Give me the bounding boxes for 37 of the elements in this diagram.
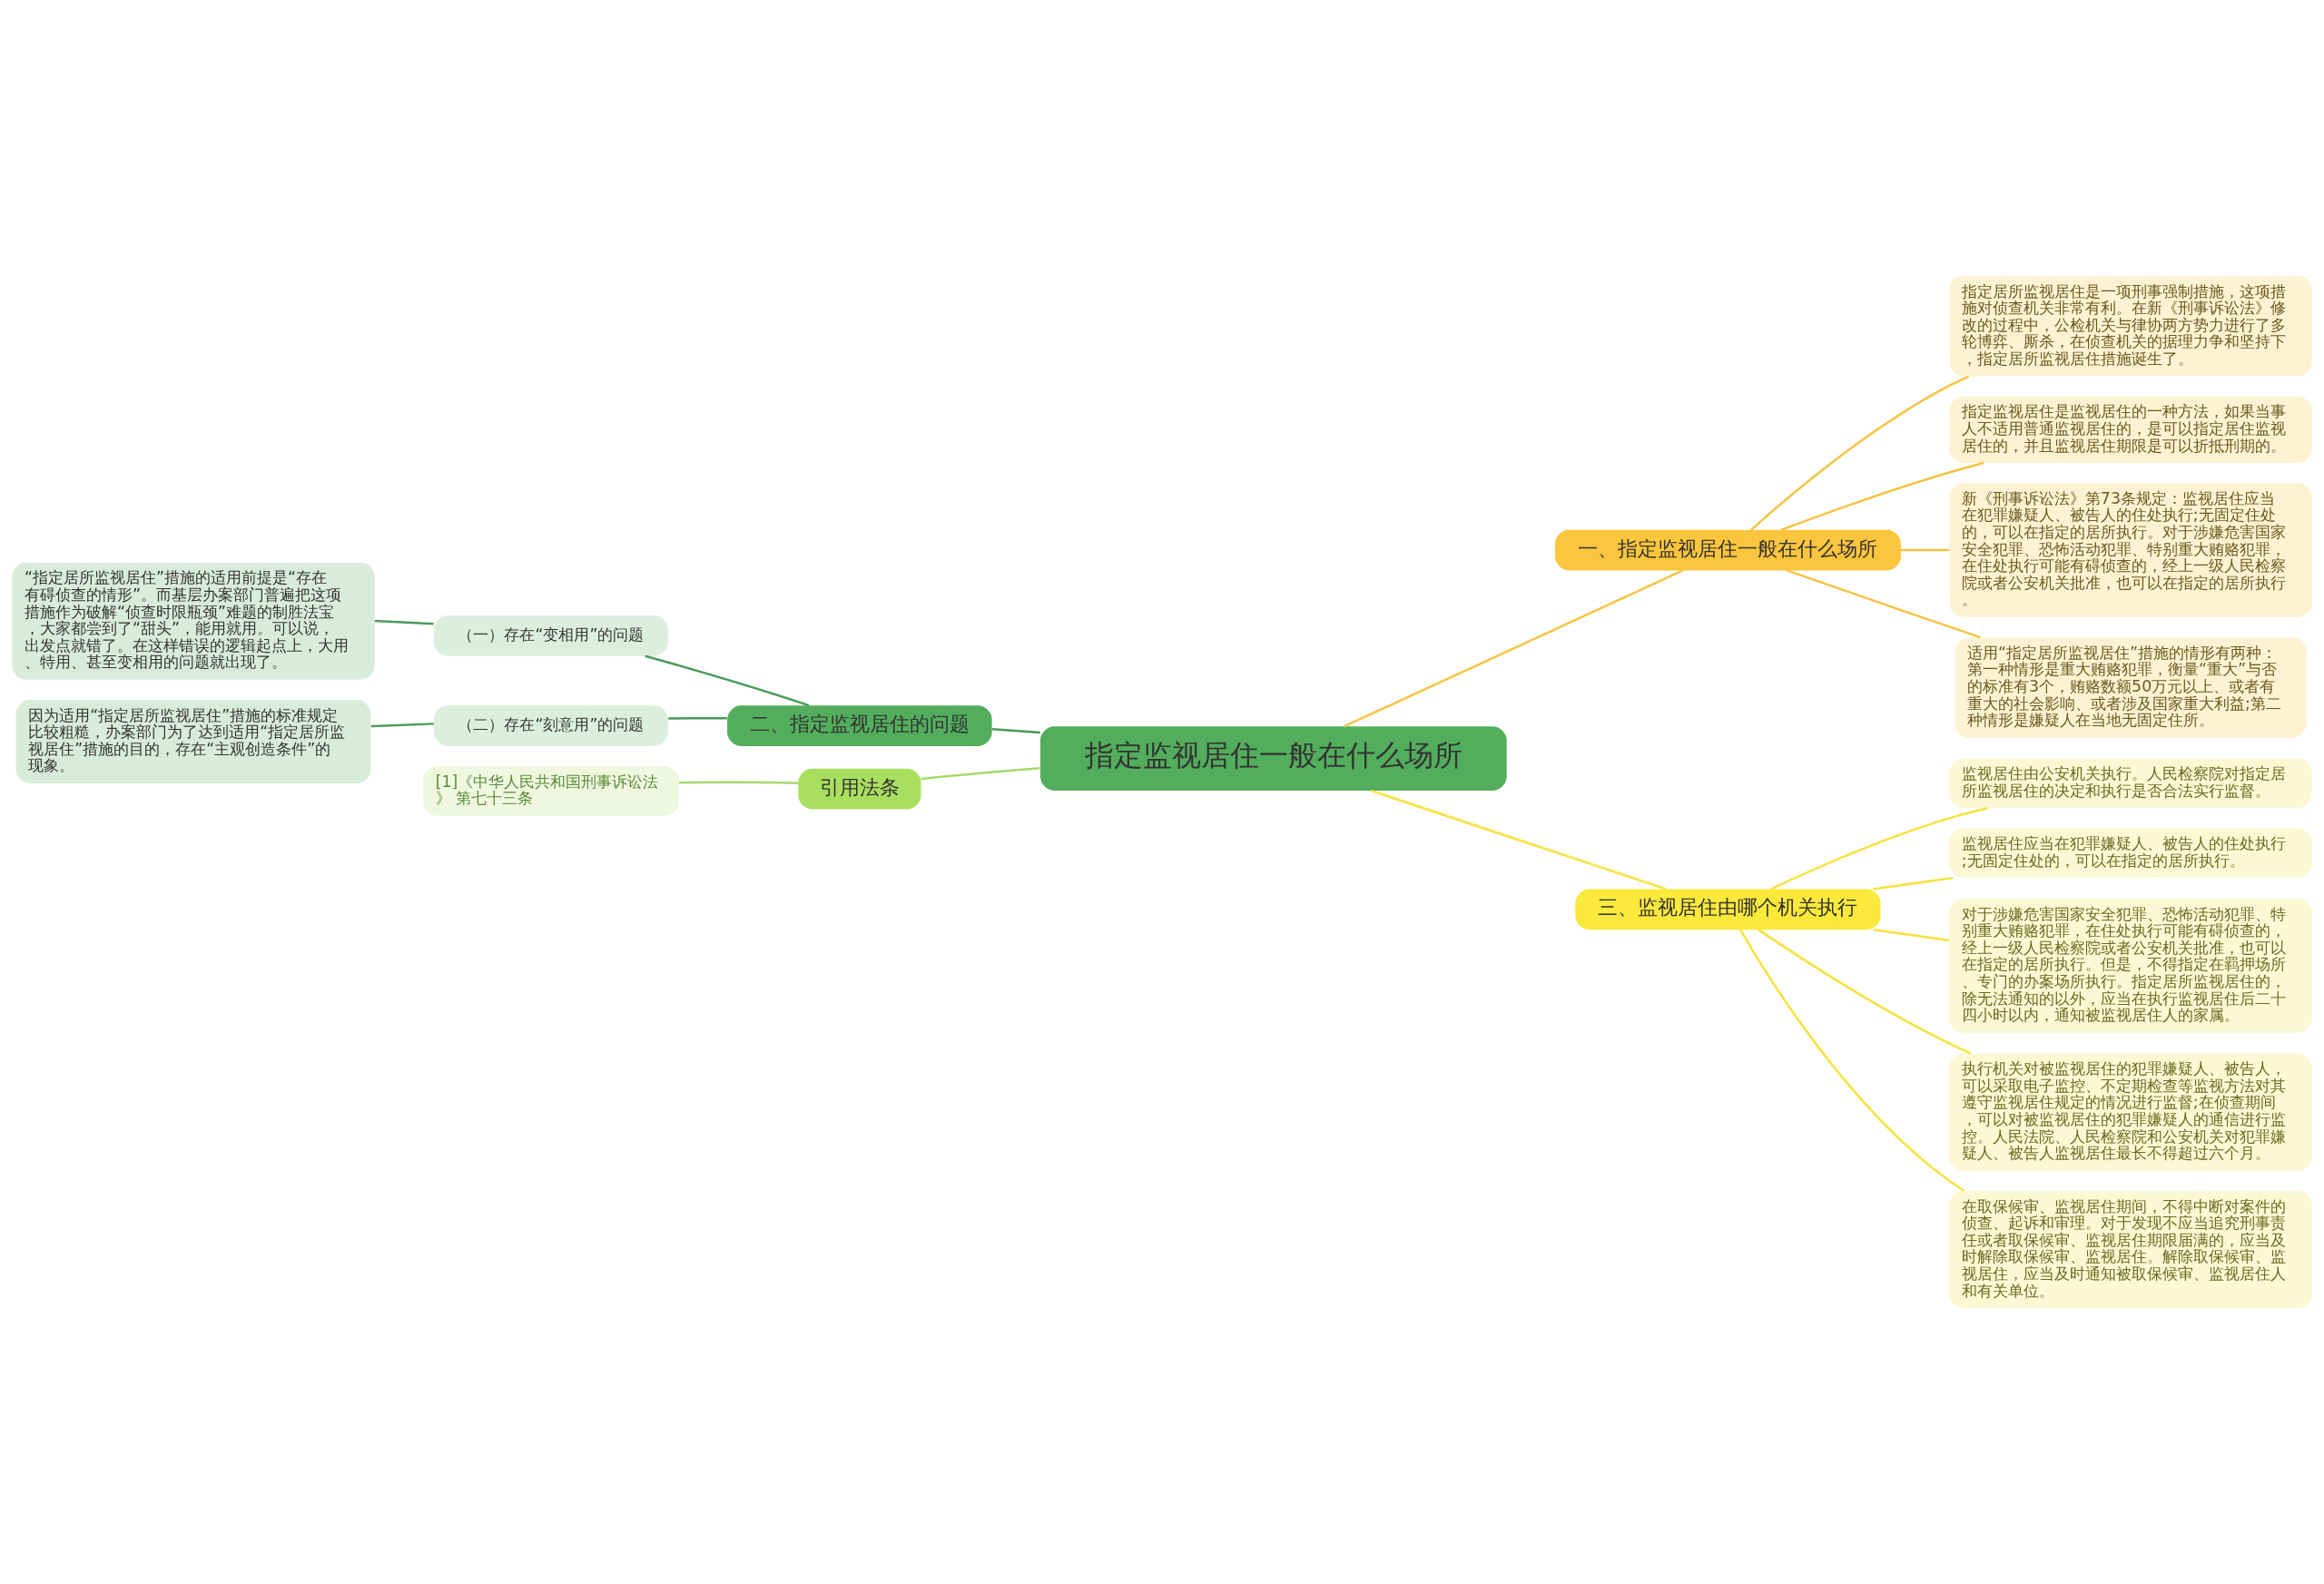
node-box: 指定监视居住一般在什么场所	[1040, 726, 1507, 791]
node-box: 对于涉嫌危害国家安全犯罪、恐怖活动犯罪、特别重大贿赂犯罪，在住处执行可能有碍侦查的，经上一级人民检察院或者公安机关批准，也可以在指定的居所执行。但是，不得指定在羁押场所、专门的办案场所执行。指定居所监视居住的，除无法通知的以外，应当在执行监视居住后二十四小时以内，通知被监视居住人的家属。	[1949, 899, 2312, 1033]
node-box: 适用“指定居所监视居住”措施的情形有两种：第一种情形是重大贿赂犯罪，衡量“重大”与否的标准有3个，贿赂数额50万元以上、或者有重大的社会影响、或者涉及国家重大利益;第二种情形是嫌疑人在当地无固定住所。	[1955, 637, 2307, 738]
node-box: （一）存在“变相用”的问题	[433, 615, 668, 656]
node-box: 指定监视居住是监视居住的一种方法，如果当事人不适用普通监视居住的，是可以指定居住监视居住的，并且监视居住期限是可以折抵刑期的。	[1949, 396, 2312, 463]
connector	[1770, 807, 1988, 890]
node-box: 监视居住应当在犯罪嫌疑人、被告人的住处执行;无固定住处的，可以在指定的居所执行。	[1949, 828, 2312, 879]
connector	[668, 717, 727, 720]
connector	[374, 619, 434, 625]
connector	[1900, 548, 1949, 552]
node-box: 引用法条	[798, 768, 921, 810]
connector	[921, 766, 1040, 781]
node-box: 二、指定监视居住的问题	[727, 705, 992, 746]
connector	[1758, 929, 1972, 1055]
connector	[1370, 789, 1667, 890]
connector	[1750, 375, 1970, 531]
node-box: 在取保候审、监视居住期间，不得中断对案件的侦查、起诉和审理。对于发现不应当追究刑事责任或者取保候审、监视居住期限届满的，应当及时解除取保候审、监视居住。解除取保候审、监视居住，应当及时通知被取保候审、监视居住人和有关单位。	[1949, 1191, 2312, 1309]
node-box: 因为适用“指定居所监视居住”措施的标准规定比较粗糙，办案部门为了达到适用“指定居所监视居住”措施的目的，存在“主观创造条件”的现象。	[15, 700, 371, 783]
node-box: 新《刑事诉讼法》第73条规定：监视居住应当在犯罪嫌疑人、被告人的住处执行;无固定住处的，可以在指定的居所执行。对于涉嫌危害国家安全犯罪、恐怖活动犯罪、特别重大贿赂犯罪，在住处执行可能有碍侦查的，经上一级人民检察院或者公安机关批准，也可以在指定的居所执行。	[1949, 483, 2312, 617]
connector	[645, 654, 810, 707]
connector	[370, 723, 434, 728]
connector	[1873, 876, 1954, 890]
connector	[1344, 569, 1684, 728]
connector	[678, 781, 798, 784]
node-box: [1]《中华人民共和国刑事诉讼法》 第七十三条	[423, 766, 679, 816]
node-box: “指定居所监视居住”措施的适用前提是“存在有碍侦查的情形”。而基层办案部门普遍把这项措施作为破解“侦查时限瓶颈”难题的制胜法宝，大家都尝到了“甜头”，能用就用。可以说，出发点就错了。在这样错误的逻辑起点上，大用、特用、甚至变相用的问题就出现了。	[12, 562, 375, 680]
connector	[1739, 929, 1965, 1192]
node-box: 指定居所监视居住是一项刑事强制措施，这项措施对侦查机关非常有利。在新《刑事诉讼法》修改的过程中，公检机关与律协两方势力进行了多轮博弈、厮杀，在侦查机关的据理力争和坚持下，指定居所监视居住措施诞生了。	[1949, 275, 2312, 377]
connector	[1873, 928, 1950, 942]
node-box: 三、监视居住由哪个机关执行	[1575, 889, 1881, 930]
node-box: （二）存在“刻意用”的问题	[433, 705, 668, 746]
node-box: 监视居住由公安机关执行。人民检察院对指定居所监视居住的决定和执行是否合法实行监督。	[1949, 758, 2312, 809]
connector	[991, 728, 1040, 734]
connector	[1781, 461, 1984, 531]
node-box: 执行机关对被监视居住的犯罪嫌疑人、被告人，可以采取电子监控、不定期检查等监视方法对其遵守监视居住规定的情况进行监督;在侦查期间，可以对被监视居住的犯罪嫌疑人的通信进行监控。人民法院、人民检察院和公安机关对犯罪嫌疑人、被告人监视居住最长不得超过六个月。	[1949, 1053, 2312, 1171]
node-box: 一、指定监视居住一般在什么场所	[1555, 529, 1901, 571]
connector	[1787, 569, 1981, 639]
